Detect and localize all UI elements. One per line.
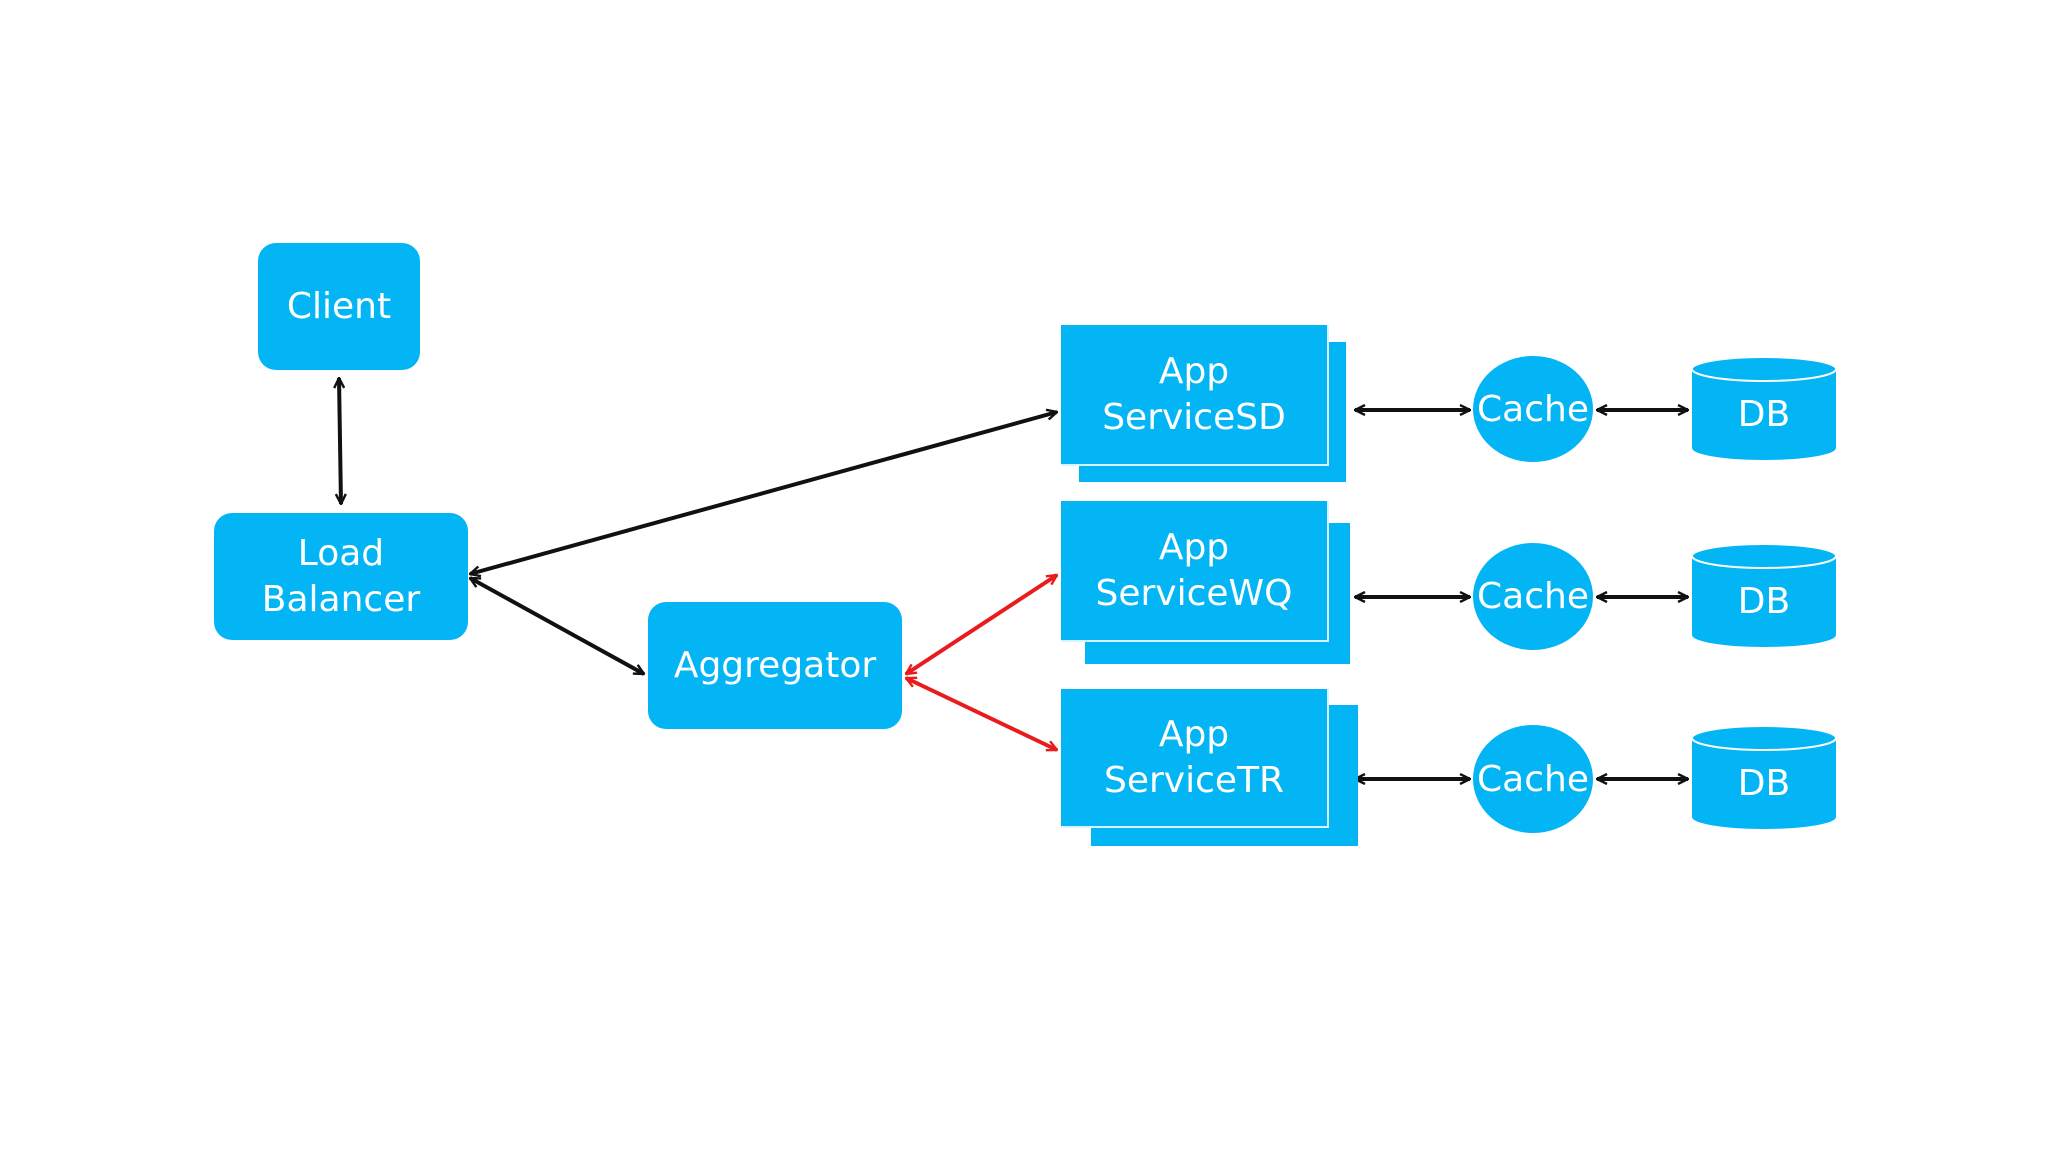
database-icon [1691, 356, 1837, 460]
service-tr-label-line1: App [1158, 713, 1230, 755]
database-icon [1691, 725, 1837, 829]
edge-aggregator-service-tr [906, 676, 1057, 752]
db-label-1: DB [1737, 394, 1791, 435]
aggregator-node: Aggregator [648, 602, 902, 729]
cache-node-3: Cache [1473, 725, 1593, 833]
client-node: Client [258, 243, 420, 370]
db-node-3: DB [1691, 725, 1837, 831]
load-balancer-label-line2: Balancer [261, 578, 421, 620]
service-tr-node: App ServiceTR [1061, 689, 1327, 826]
service-wq-label-line1: App [1158, 526, 1230, 568]
service-sd-label-line1: App [1158, 350, 1230, 392]
load-balancer-label-line1: Load [297, 532, 385, 574]
cache-label-1: Cache [1477, 388, 1589, 430]
client-label: Client [286, 285, 392, 327]
edge-client-load-balancer [339, 378, 341, 504]
database-icon [1691, 543, 1837, 647]
edge-load-balancer-service-sd [470, 412, 1057, 574]
db-node-1: DB [1691, 356, 1837, 462]
cache-label-2: Cache [1477, 576, 1589, 617]
service-tr-label-line2: ServiceTR [1103, 759, 1285, 801]
service-sd-node: App ServiceSD [1061, 325, 1327, 464]
edge-load-balancer-aggregator [470, 576, 644, 676]
edge-aggregator-service-wq [906, 573, 1057, 676]
service-sd-label-line2: ServiceSD [1102, 396, 1286, 438]
load-balancer-node: Load Balancer [214, 513, 468, 640]
service-wq-label-line2: ServiceWQ [1095, 572, 1293, 614]
aggregator-label: Aggregator [673, 644, 877, 686]
service-wq-node: App ServiceWQ [1061, 501, 1327, 640]
cache-node-2: Cache [1473, 543, 1593, 650]
db-node-2: DB [1691, 543, 1837, 649]
db-label-2: DB [1737, 581, 1791, 622]
cache-node-1: Cache [1473, 356, 1593, 462]
cache-label-3: Cache [1477, 758, 1589, 800]
db-label-3: DB [1737, 763, 1791, 804]
